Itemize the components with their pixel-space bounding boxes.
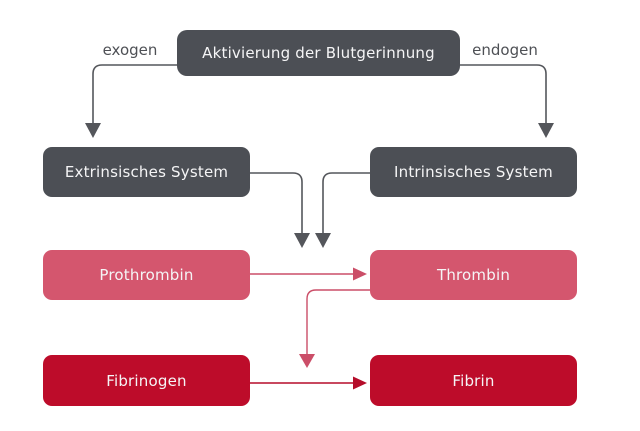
arrow-extrinsic-merge [250, 172, 310, 248]
label-exogen: exogen [102, 41, 158, 59]
arrow-thrombin-catalysis [299, 289, 370, 368]
node-intrinsic-system: Intrinsisches System [370, 147, 577, 197]
arrow-prothrombin-thrombin [250, 267, 367, 281]
label-endogen: endogen [472, 41, 538, 59]
arrow-intrinsic-merge [315, 172, 370, 248]
node-prothrombin: Prothrombin [43, 250, 250, 300]
arrow-endogen-down [460, 64, 554, 138]
arrow-fibrinogen-fibrin [250, 376, 367, 390]
node-fibrin: Fibrin [370, 355, 577, 406]
node-thrombin: Thrombin [370, 250, 577, 300]
node-activation: Aktivierung der Blutgerinnung [177, 30, 460, 76]
arrow-exogen-down [85, 64, 177, 138]
node-fibrinogen: Fibrinogen [43, 355, 250, 406]
node-extrinsic-system: Extrinsisches System [43, 147, 250, 197]
